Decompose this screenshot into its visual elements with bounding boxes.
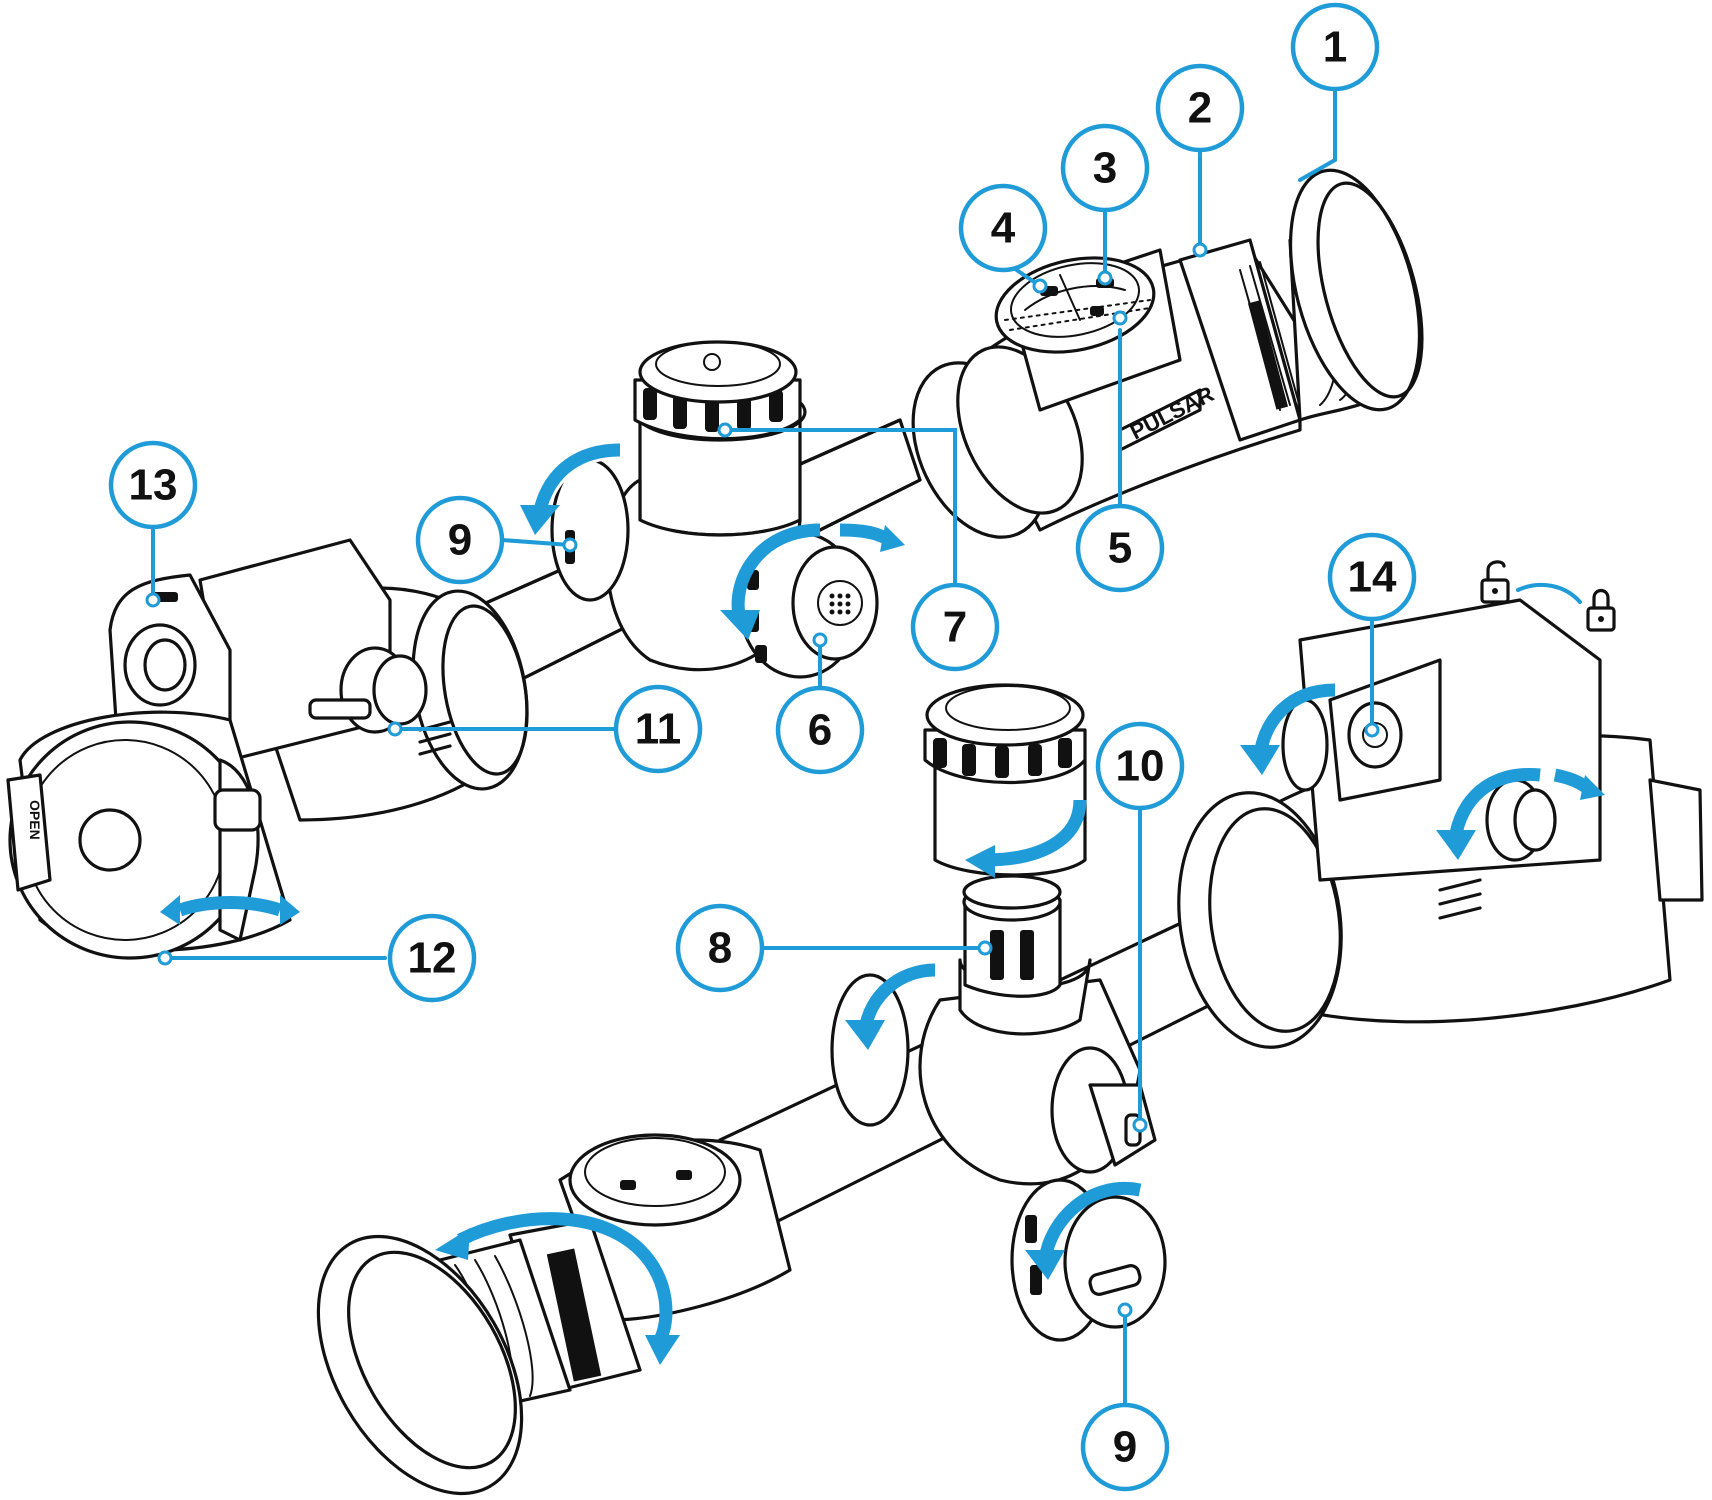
callout-8-number: 8 — [708, 924, 732, 973]
cover-open-text: OPEN — [27, 800, 43, 840]
top-turret-grip — [643, 388, 783, 432]
detached-knob-9[interactable] — [1010, 1178, 1167, 1342]
focus-ring-knurling — [1239, 261, 1299, 411]
callout-9-upper-number: 9 — [448, 516, 472, 565]
upper-side-turret[interactable] — [738, 531, 879, 679]
rotate-arrow-icon — [965, 799, 1087, 878]
callout-10-number: 10 — [1116, 742, 1165, 791]
lock-icon — [1586, 588, 1616, 632]
unlock-icon — [1480, 560, 1510, 604]
callout-4: 4 — [958, 183, 1048, 273]
lower-left-turret[interactable] — [830, 973, 910, 1127]
lower-control-panel — [568, 1133, 742, 1227]
rotate-arrow-icon — [720, 523, 905, 640]
lower-eyepiece — [316, 1133, 792, 1496]
leader-lines — [151, 86, 1374, 1407]
lower-left-knob[interactable] — [1281, 698, 1329, 792]
callout-13-number: 13 — [129, 461, 178, 510]
rotate-arrow-icon — [845, 963, 936, 1050]
callout-3: 3 — [1060, 123, 1150, 213]
upper-top-turret[interactable] — [633, 340, 807, 537]
callout-12: 12 — [387, 913, 477, 1003]
leader-9-upper — [500, 538, 572, 547]
side-turret-mesh — [829, 593, 851, 615]
callout-5: 5 — [1075, 503, 1165, 593]
cover-logo-icon — [78, 808, 142, 872]
callout-11: 11 — [613, 684, 703, 774]
callout-11-number: 11 — [635, 705, 682, 754]
upper-objective — [108, 538, 529, 822]
side-turret-cap — [817, 580, 863, 626]
rotate-arrow-icon — [1025, 1182, 1142, 1280]
upper-lens-cover[interactable]: OPEN — [6, 710, 292, 960]
callout-5-number: 5 — [1108, 524, 1132, 573]
rotate-arrow-icon — [520, 440, 621, 535]
callout-4-number: 4 — [991, 204, 1016, 253]
callout-1: 1 — [1290, 2, 1380, 92]
callout-12-number: 12 — [408, 934, 457, 983]
rotation-arrows — [160, 440, 1605, 1365]
callout-3-number: 3 — [1093, 144, 1117, 193]
callout-14: 14 — [1327, 532, 1417, 622]
callout-10: 10 — [1095, 721, 1185, 811]
callout-8: 8 — [675, 903, 765, 993]
lower-turret-housing — [830, 874, 1157, 1186]
callout-1-number: 1 — [1323, 23, 1347, 72]
callout-2: 2 — [1155, 63, 1245, 153]
leader-endpoints — [145, 242, 1380, 1318]
callout-6: 6 — [775, 685, 865, 775]
lock-toggle-arrow — [1516, 582, 1582, 604]
callout-13: 13 — [108, 440, 198, 530]
button-5[interactable] — [1090, 306, 1104, 316]
top-turret-logo-icon — [703, 353, 721, 371]
button-ring-teeth — [1004, 299, 1151, 331]
callout-9-lower: 9 — [1080, 1402, 1170, 1492]
rotate-arrow-icon — [1436, 767, 1605, 860]
callout-7-upper: 7 — [910, 582, 1000, 672]
rotate-arrow-icon — [435, 1212, 680, 1365]
callout-14-number: 14 — [1348, 553, 1397, 602]
callout-9-lower-number: 9 — [1113, 1423, 1137, 1472]
leader-7 — [723, 428, 957, 587]
callout-9-upper: 9 — [415, 495, 505, 585]
leader-1 — [1298, 86, 1337, 182]
lower-objective — [1177, 560, 1704, 1049]
callout-bubbles: 1 2 3 4 5 6 7 8 — [108, 2, 1417, 1492]
callout-2-number: 2 — [1188, 84, 1212, 133]
upper-scope: PULSAR — [6, 168, 1424, 960]
callout-6-number: 6 — [808, 706, 832, 755]
rotate-arrow-icon — [160, 895, 300, 925]
callout-7-upper-number: 7 — [943, 603, 967, 652]
rotate-arrow-icon — [1240, 683, 1336, 775]
